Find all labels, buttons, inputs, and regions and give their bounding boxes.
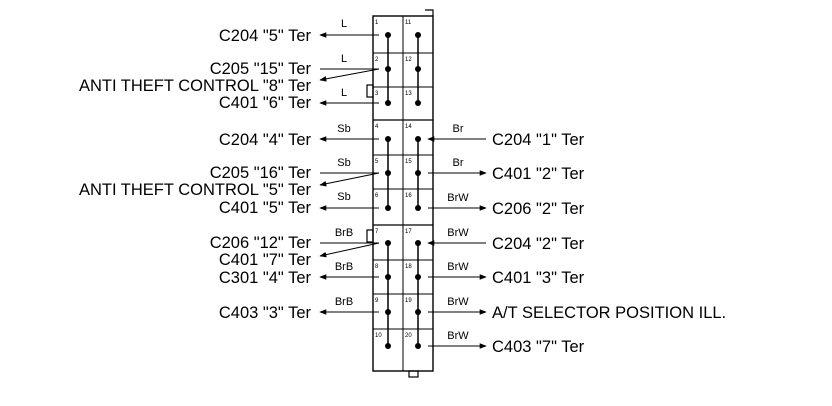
- pin-dot-left-8: [385, 274, 391, 280]
- pin-number-left-2: 2: [375, 57, 379, 63]
- pin-dot-left-5: [385, 170, 391, 176]
- left-label-5: C205 "16" Ter: [210, 164, 312, 182]
- pin-number-right-6: 16: [405, 193, 412, 199]
- left-wire-code-7: Sb: [337, 191, 350, 203]
- pin-number-right-7: 17: [405, 229, 412, 235]
- pin-dot-left-1: [385, 32, 391, 38]
- pin-dot-left-2: [385, 66, 391, 72]
- left-label-7: C401 "5" Ter: [219, 199, 312, 217]
- connector-body: [366, 9, 434, 378]
- left-wire-codes: L L L Sb Sb Sb BrB BrB BrB: [335, 18, 353, 308]
- pin-number-right-5: 15: [405, 159, 412, 165]
- pin-number-right-10: 20: [405, 333, 412, 339]
- pin-dot-right-3: [415, 100, 421, 106]
- wire-left-8a: [319, 242, 380, 258]
- pin-dot-left-4: [385, 136, 391, 142]
- pin-dot-right-2: [415, 66, 421, 72]
- wire-left-1a: [319, 68, 380, 82]
- right-wire-code-2: BrW: [447, 192, 469, 204]
- pin-number-left-9: 9: [375, 298, 379, 304]
- left-label-4: C204 "4" Ter: [219, 131, 312, 149]
- pin-number-right-1: 11: [405, 20, 412, 26]
- pin-dot-right-4: [415, 136, 421, 142]
- wire-left-5a: [319, 172, 380, 187]
- pin-dot-right-6: [415, 205, 421, 211]
- pin-dot-right-10: [415, 343, 421, 349]
- pin-number-left-10: 10: [375, 333, 382, 339]
- left-wire-code-3: L: [341, 87, 347, 99]
- pin-number-left-1: 1: [375, 20, 379, 26]
- left-wire-code-5: Sb: [337, 157, 350, 169]
- pin-number-right-8: 18: [405, 264, 412, 270]
- pin-dot-right-5: [415, 170, 421, 176]
- left-label-10: C301 "4" Ter: [219, 269, 312, 287]
- right-label-2: C206 "2" Ter: [492, 200, 585, 218]
- right-wire-code-0: Br: [453, 123, 464, 135]
- left-label-1: C205 "15" Ter: [210, 60, 312, 78]
- pin-dot-right-8: [415, 274, 421, 280]
- left-label-6: ANTI THEFT CONTROL "5" Ter: [79, 181, 312, 199]
- pin-number-right-3: 13: [405, 91, 412, 97]
- left-label-3: C401 "6" Ter: [219, 94, 312, 112]
- pin-number-right-4: 14: [405, 124, 412, 130]
- left-label-11: C403 "3" Ter: [219, 304, 312, 322]
- right-wire-code-1: Br: [453, 157, 464, 169]
- left-wire-code-10: BrB: [335, 261, 353, 273]
- right-label-0: C204 "1" Ter: [492, 131, 585, 149]
- left-label-8: C206 "12" Ter: [210, 234, 312, 252]
- left-label-2: ANTI THEFT CONTROL "8" Ter: [79, 77, 312, 95]
- right-wire-code-6: BrW: [447, 330, 469, 342]
- left-wire-code-1: L: [341, 53, 347, 65]
- left-wire-code-11: BrB: [335, 296, 353, 308]
- pin-dot-left-9: [385, 309, 391, 315]
- pin-dot-right-7: [415, 240, 421, 246]
- pin-number-left-5: 5: [375, 159, 379, 165]
- right-label-5: A/T SELECTOR POSITION ILL.: [492, 304, 726, 322]
- pin-number-left-3: 3: [375, 91, 379, 97]
- left-labels: C204 "5" Ter C205 "15" Ter ANTI THEFT CO…: [79, 27, 312, 322]
- pin-number-left-8: 8: [375, 264, 379, 270]
- left-label-9: C401 "7" Ter: [219, 251, 312, 269]
- right-wire-code-3: BrW: [447, 227, 469, 239]
- left-wire-code-8: BrB: [335, 227, 353, 239]
- pin-number-left-4: 4: [375, 124, 379, 130]
- right-label-4: C401 "3" Ter: [492, 269, 585, 287]
- left-wires: [319, 32, 380, 315]
- pin-dot-left-3: [385, 100, 391, 106]
- right-labels: C204 "1" Ter C401 "2" Ter C206 "2" Ter C…: [492, 131, 726, 356]
- right-label-1: C401 "2" Ter: [492, 165, 585, 183]
- pin-dot-right-9: [415, 309, 421, 315]
- right-wire-codes: Br Br BrW BrW BrW BrW BrW: [447, 123, 469, 342]
- right-label-3: C204 "2" Ter: [492, 235, 585, 253]
- pin-number-right-9: 19: [405, 298, 412, 304]
- right-label-6: C403 "7" Ter: [492, 338, 585, 356]
- right-wires: [427, 136, 487, 349]
- pin-number-left-7: 7: [375, 229, 379, 235]
- pin-dot-right-1: [415, 32, 421, 38]
- left-label-0: C204 "5" Ter: [219, 27, 312, 45]
- right-wire-code-5: BrW: [447, 296, 469, 308]
- pin-dot-left-6: [385, 205, 391, 211]
- pin-dot-left-10: [385, 343, 391, 349]
- left-wire-code-4: Sb: [337, 123, 350, 135]
- pin-number-left-6: 6: [375, 193, 379, 199]
- left-wire-code-0: L: [341, 18, 347, 30]
- pin-number-right-2: 12: [405, 57, 412, 63]
- pin-dot-left-7: [385, 240, 391, 246]
- right-wire-code-4: BrW: [447, 261, 469, 273]
